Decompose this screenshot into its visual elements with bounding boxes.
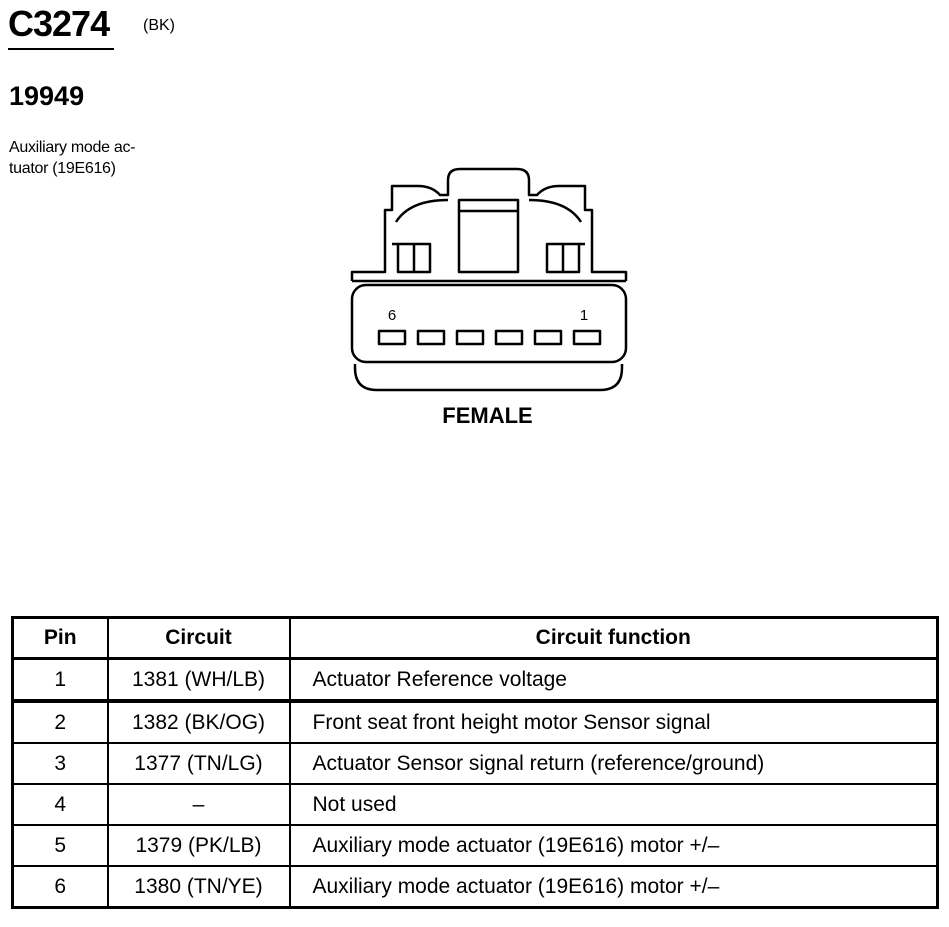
circuit-cell: – (106, 783, 291, 826)
pin-cell: 4 (11, 783, 109, 826)
function-cell: Front seat front height motor Sensor sig… (288, 699, 939, 744)
circuit-cell: 1377 (TN/LG) (106, 742, 291, 785)
connector-skirt (353, 364, 624, 392)
pin-table-header: Pin Circuit Circuit function (11, 616, 939, 660)
connector-lock-left (394, 198, 449, 223)
pin-cell: 6 (11, 865, 109, 909)
table-row: 2 1382 (BK/OG) Front seat front height m… (11, 699, 939, 744)
pin-cell: 5 (11, 824, 109, 867)
pin-cavities (377, 329, 602, 346)
component-description: Auxiliary mode ac- tuator (19E616) (9, 137, 169, 179)
component-description-line-1: Auxiliary mode ac- (9, 139, 136, 156)
connector-face-diagram: 6 1 (350, 167, 628, 392)
pin-table: Pin Circuit Circuit function 1 1381 (WH/… (11, 616, 939, 909)
circuit-cell: 1380 (TN/YE) (106, 865, 291, 909)
function-cell: Actuator Sensor signal return (reference… (288, 742, 939, 785)
pin-cell: 3 (11, 742, 109, 785)
pin-cell: 1 (11, 657, 109, 702)
connector-latch (457, 198, 520, 274)
component-description-line-2: tuator (19E616) (9, 160, 116, 177)
pin-label-1: 1 (580, 307, 588, 324)
pin-cavity-5 (416, 329, 446, 346)
circuit-cell: 1381 (WH/LB) (106, 657, 291, 702)
table-row: 6 1380 (TN/YE) Auxiliary mode actuator (… (11, 865, 939, 909)
circuit-cell: 1382 (BK/OG) (106, 699, 291, 744)
header-circuit: Circuit (106, 616, 291, 660)
connector-id: C3274 (8, 3, 110, 44)
connector-body (350, 283, 628, 364)
connector-id-underline (8, 48, 114, 50)
pin-cavity-4 (455, 329, 485, 346)
pin-cavity-3 (494, 329, 524, 346)
circuit-cell: 1379 (PK/LB) (106, 824, 291, 867)
connector-gender: FEMALE (442, 403, 533, 428)
pin-cavity-1 (572, 329, 602, 346)
pin-cell: 2 (11, 699, 109, 744)
connector-lock-right (528, 198, 583, 223)
function-cell: Not used (288, 783, 939, 826)
header-circuit-function: Circuit function (288, 616, 939, 660)
connector-color-code: (BK) (143, 17, 175, 34)
function-cell: Actuator Reference voltage (288, 657, 939, 702)
connector-housing-top (350, 167, 628, 281)
function-cell: Auxiliary mode actuator (19E616) motor +… (288, 865, 939, 909)
pin-label-6: 6 (388, 307, 396, 324)
header-pin: Pin (11, 616, 109, 660)
pin-cavity-6 (377, 329, 407, 346)
table-row: 3 1377 (TN/LG) Actuator Sensor signal re… (11, 742, 939, 785)
function-cell: Auxiliary mode actuator (19E616) motor +… (288, 824, 939, 867)
pin-cavity-2 (533, 329, 563, 346)
part-number: 19949 (9, 81, 85, 111)
table-row: 4 – Not used (11, 783, 939, 826)
table-row: 5 1379 (PK/LB) Auxiliary mode actuator (… (11, 824, 939, 867)
table-row: 1 1381 (WH/LB) Actuator Reference voltag… (11, 657, 939, 702)
